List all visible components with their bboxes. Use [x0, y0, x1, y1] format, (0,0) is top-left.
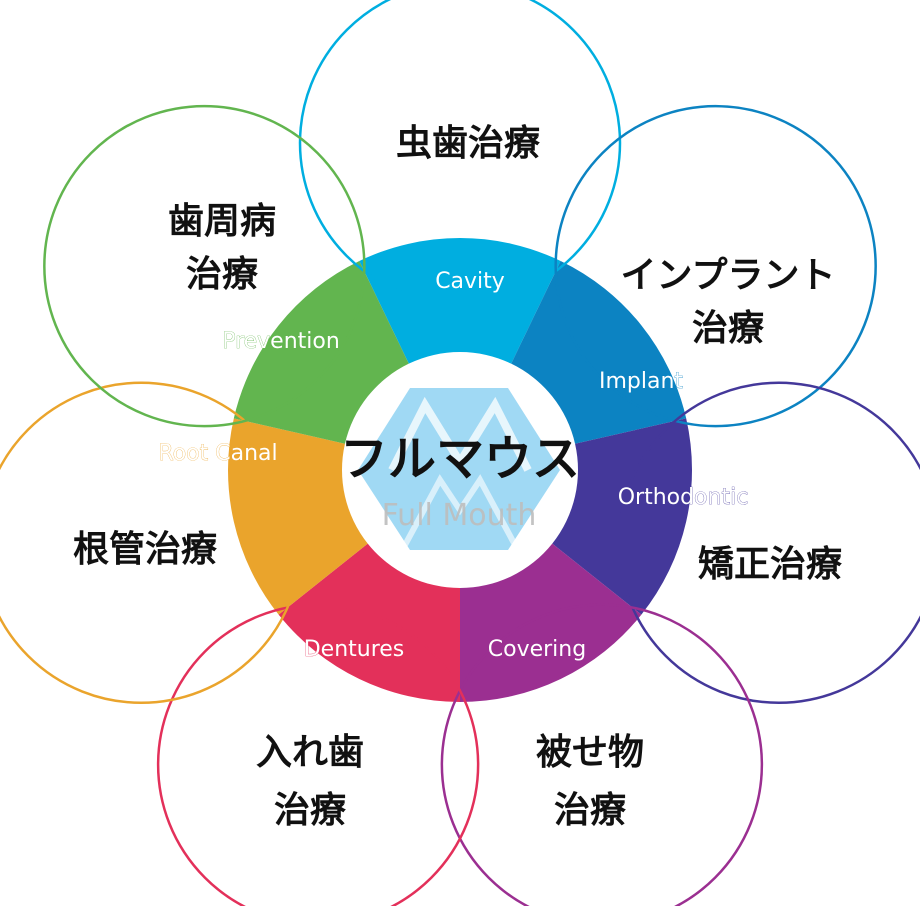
petal-english-root-canal: Root Canal	[158, 441, 277, 466]
ring-segment-prevention	[233, 260, 409, 444]
logo-text: Full Mouth	[382, 498, 537, 533]
petal-circle-covering	[440, 603, 764, 906]
logo-m-mark-lower-icon	[402, 474, 518, 547]
petal-japanese-dentures-line-1: 入れ歯	[256, 732, 364, 773]
petal-circle-implant	[554, 104, 877, 428]
petal-english-covering: Covering	[488, 637, 586, 662]
ring-segment-cavity	[359, 238, 561, 364]
petal-circle-prevention	[43, 104, 366, 428]
petal-circle-orthodontic	[617, 381, 920, 704]
petal-japanese-orthodontic-line-1: 矯正治療	[698, 544, 842, 585]
petal-english-cavity: Cavity	[435, 269, 505, 294]
petal-english-dentures: Dentures	[304, 637, 405, 662]
logo-m-mark-icon	[388, 396, 532, 472]
petal-english-prevention: Prevention	[222, 329, 340, 354]
petal-circle-root-canal	[0, 381, 303, 704]
center-logo: Full Mouth	[358, 388, 560, 550]
petal-english-implant: Implant	[599, 369, 683, 394]
petal-japanese-prevention-line-1: 歯周病	[168, 201, 276, 242]
ring-segment-implant	[511, 260, 687, 444]
petal-japanese-implant-line-1: インプラント	[621, 255, 836, 296]
petal-english-orthodontic: Orthodontic	[618, 485, 749, 510]
center-title: フルマウス	[340, 431, 580, 487]
petal-circle-cavity	[298, 0, 622, 305]
ring-segment-dentures	[278, 543, 460, 702]
petal-japanese-cavity-line-1: 虫歯治療	[396, 123, 540, 164]
petal-japanese-dentures-line-2: 治療	[274, 790, 346, 831]
petal-japanese-root-canal-line-1: 根管治療	[73, 529, 217, 570]
petal-japanese-prevention-line-2: 治療	[186, 254, 258, 295]
petal-circle-dentures	[156, 603, 480, 906]
petal-japanese-covering-line-1: 被せ物	[536, 732, 644, 773]
petal-labels: Cavity虫歯治療Implantインプラント治療Orthodontic矯正治療…	[73, 123, 842, 831]
petal-japanese-implant-line-2: 治療	[692, 308, 764, 349]
petal-japanese-covering-line-2: 治療	[554, 790, 626, 831]
ring-segment-covering	[460, 543, 642, 702]
